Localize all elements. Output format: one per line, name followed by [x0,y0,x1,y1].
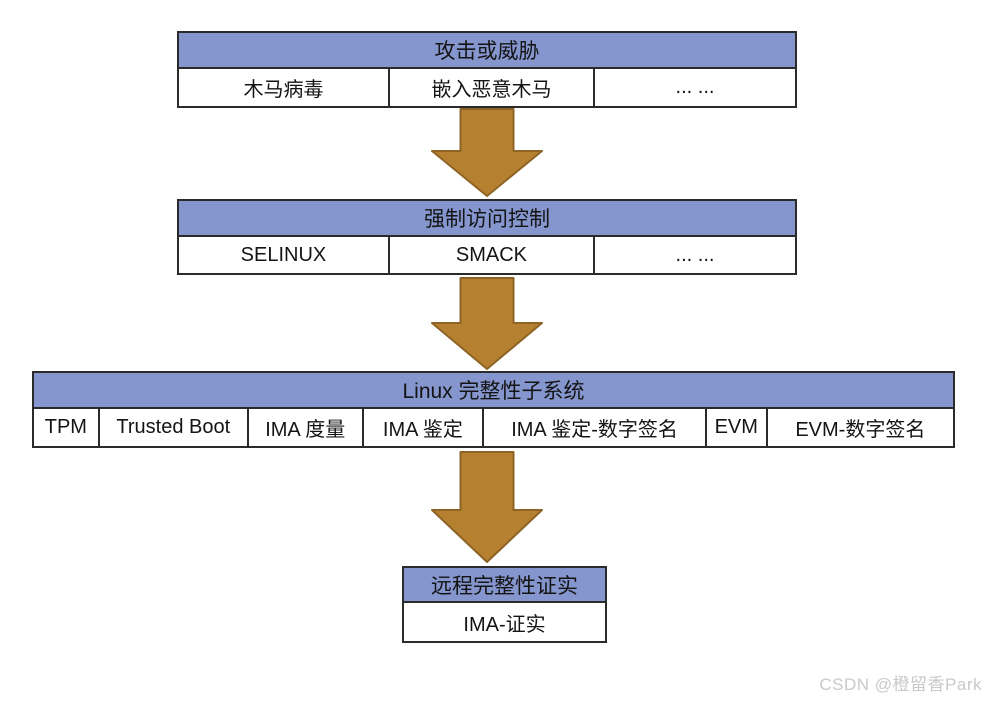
attack-or-threat-row: 木马病毒 嵌入恶意木马 ... ... [179,69,795,106]
cell-embedded-malicious-trojan: 嵌入恶意木马 [390,69,595,106]
linux-integrity-subsystem-title: Linux 完整性子系统 [34,373,953,409]
cell-ima-attestation: IMA-证实 [463,613,546,636]
cell-attack-ellipsis: ... ... [675,76,715,98]
cell-mac-ellipsis: ... ... [675,243,715,266]
mandatory-access-control-row: SELINUX SMACK ... ... [179,237,795,273]
cell-selinux: SELINUX [179,237,390,273]
down-arrow-icon [431,277,543,370]
cell-tpm: TPM [34,409,100,446]
linux-integrity-subsystem-box: Linux 完整性子系统 TPM Trusted Boot IMA 度量 IMA… [32,371,955,448]
cell-smack: SMACK [390,237,595,273]
cell-evm-digital-signature: EVM-数字签名 [795,419,926,441]
watermark: CSDN @橙留香Park [819,675,982,694]
remote-integrity-attestation-row: IMA-证实 [404,603,605,641]
cell-trusted-boot: Trusted Boot [100,409,249,446]
cell-ima-appraisal: IMA 鉴定 [364,409,485,446]
down-arrow-icon [431,108,543,197]
attack-or-threat-title: 攻击或威胁 [179,33,795,69]
remote-integrity-attestation-title: 远程完整性证实 [404,568,605,603]
mandatory-access-control-box: 强制访问控制 SELINUX SMACK ... ... [177,199,797,275]
mandatory-access-control-title: 强制访问控制 [179,201,795,237]
cell-evm: EVM [707,409,768,446]
cell-ima-measurement: IMA 度量 [249,409,364,446]
down-arrow-icon [431,451,543,563]
linux-integrity-subsystem-row: TPM Trusted Boot IMA 度量 IMA 鉴定 IMA 鉴定-数字… [34,409,953,446]
attack-or-threat-box: 攻击或威胁 木马病毒 嵌入恶意木马 ... ... [177,31,797,108]
cell-trojan-virus: 木马病毒 [179,69,390,106]
remote-integrity-attestation-box: 远程完整性证实 IMA-证实 [402,566,607,643]
cell-ima-appraisal-digital-signature: IMA 鉴定-数字签名 [484,409,707,446]
